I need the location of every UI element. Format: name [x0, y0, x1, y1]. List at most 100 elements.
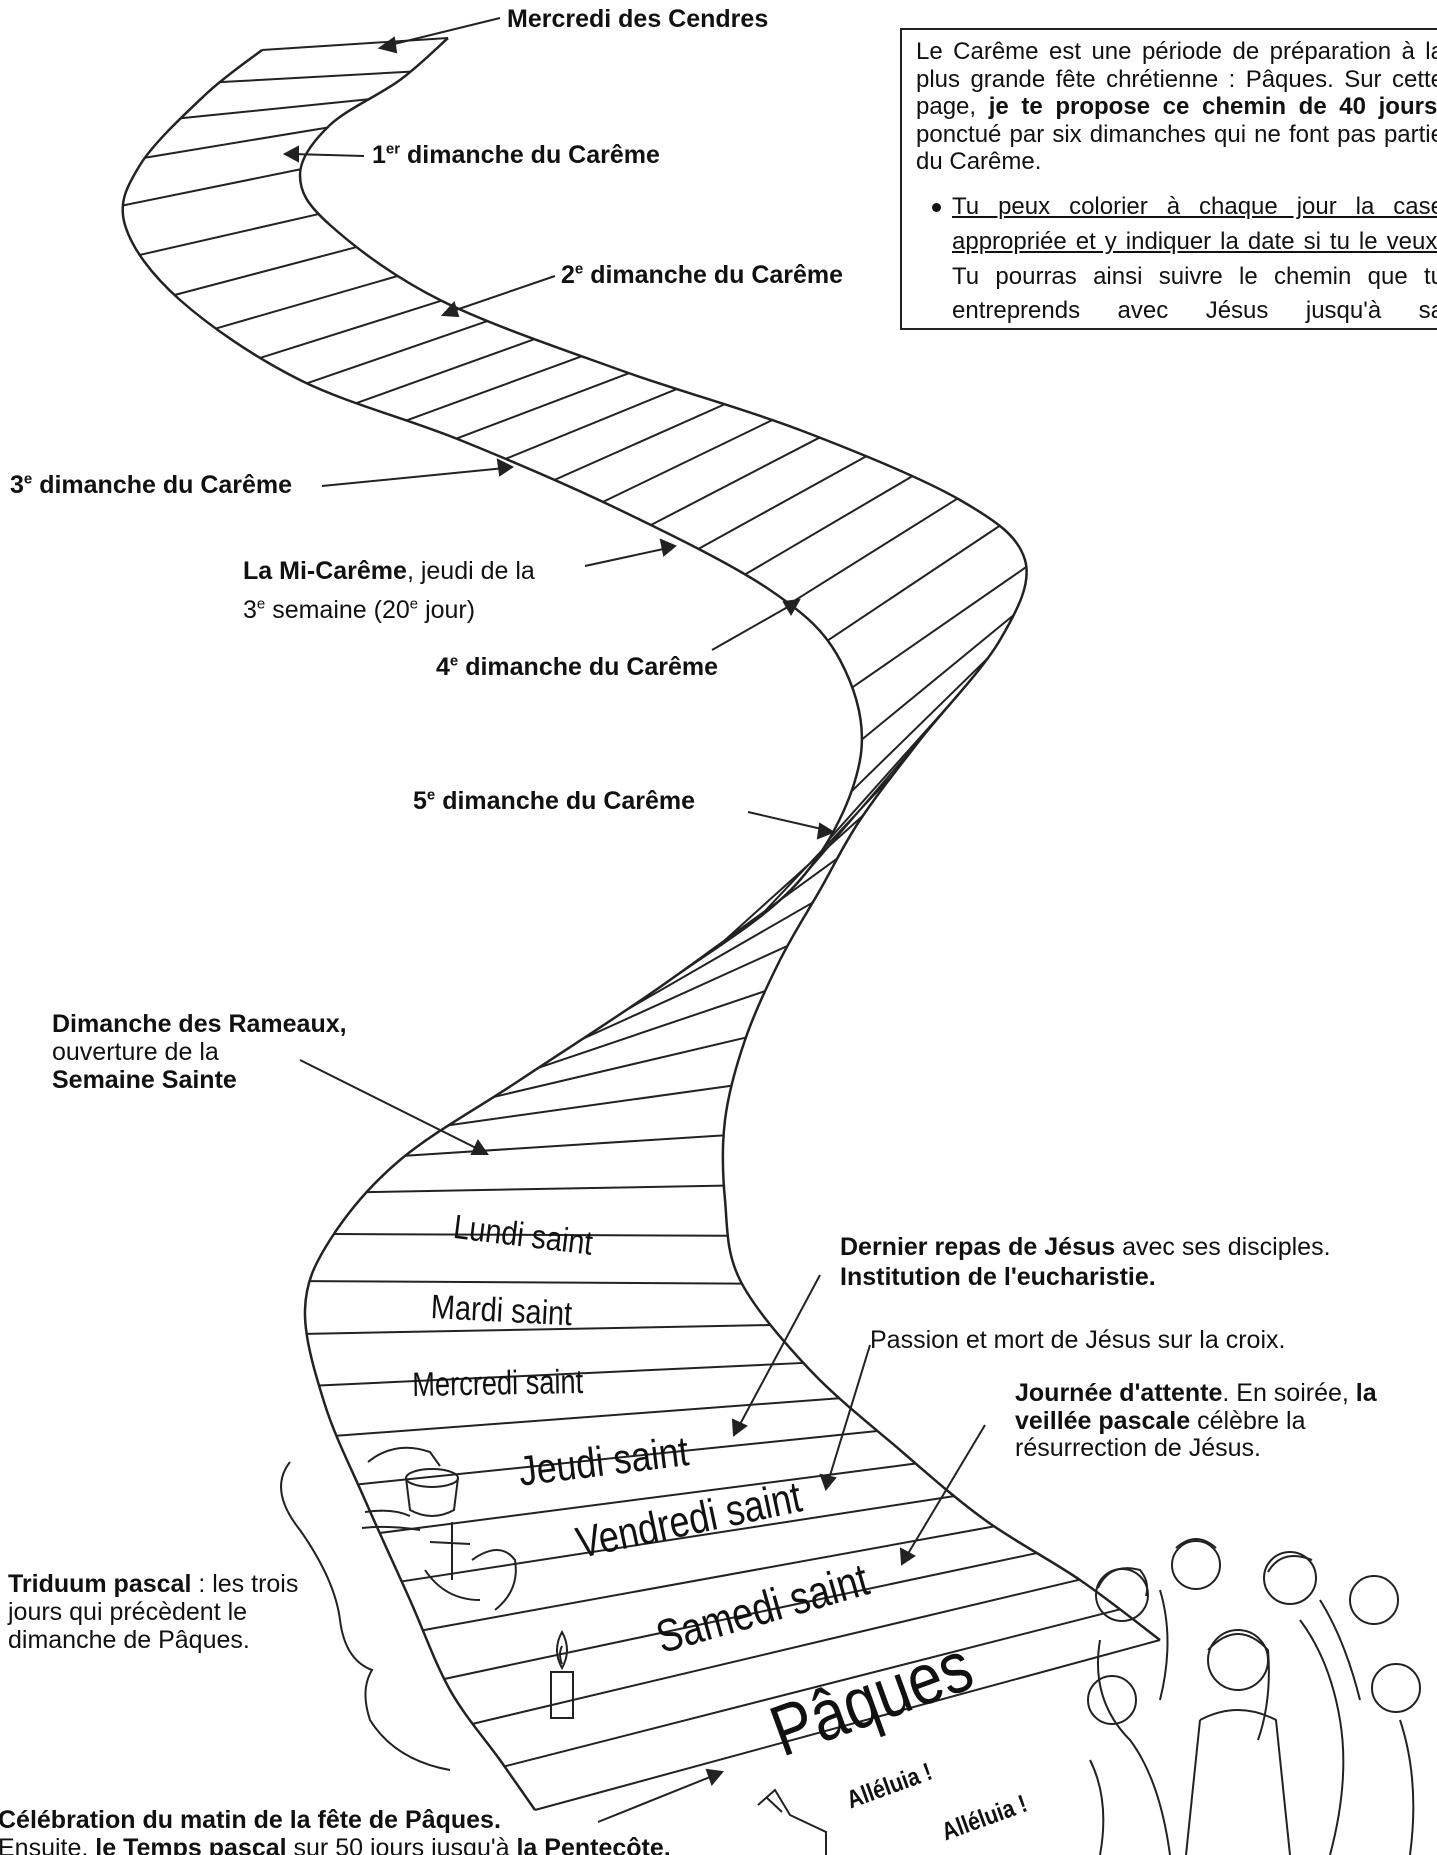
day-box-divider [379, 1462, 916, 1534]
arrow-ash-wednesday [385, 17, 501, 47]
arrowhead-palm-sunday [470, 1138, 489, 1155]
day-box-divider [456, 372, 630, 440]
day-box-divider [336, 1397, 840, 1437]
day-box-divider [534, 1639, 1161, 1811]
day-box-divider [626, 901, 814, 1011]
path-day-boxes [122, 37, 1161, 1811]
arrow-easter-morning [597, 1774, 716, 1823]
path-left-edge [121, 49, 864, 1811]
day-box-divider [309, 1280, 742, 1285]
arrowhead-passion [819, 1473, 837, 1492]
day-box-divider [582, 945, 788, 1040]
day-box-divider [538, 990, 766, 1069]
arrow-sunday5 [747, 811, 827, 831]
arrow-last-supper [737, 1274, 821, 1429]
path-top-edge [261, 37, 449, 51]
risen-jesus-crowd-icon [1087, 1538, 1421, 1855]
intro-box: Le Carême est une période de préparation… [900, 28, 1437, 330]
day-box-divider [355, 338, 535, 405]
day-box-divider [215, 275, 398, 330]
label-sunday-1: 1er dimanche du Carême [372, 140, 660, 169]
day-box-divider [306, 1324, 771, 1335]
arrowhead-last-supper [731, 1418, 748, 1437]
arrow-palm-sunday [299, 1059, 481, 1151]
day-box-divider [357, 1429, 878, 1486]
label-palm-sunday: Dimanche des Rameaux, ouverture de la Se… [52, 1010, 347, 1094]
intro-tip-underlined: Tu peux colorier à chaque jour la case a… [952, 192, 1437, 255]
day-box-divider [406, 355, 582, 422]
arrow-waiting [905, 1424, 986, 1558]
day-box-divider [318, 1361, 804, 1387]
day-box-divider [366, 1184, 724, 1194]
day-box-divider [174, 246, 357, 296]
day-box-divider [259, 299, 442, 359]
label-last-supper: Dernier repas de Jésus avec ses disciple… [840, 1233, 1331, 1291]
arrowhead-sunday4 [782, 598, 801, 616]
day-box-divider [714, 814, 864, 950]
arrow-passion [827, 1344, 871, 1483]
intro-tip-rest: . Tu pourras ainsi suivre le chemin que … [952, 262, 1437, 325]
arrow-mid-lent [584, 547, 669, 567]
day-box-divider [333, 1233, 728, 1237]
label-triduum: Triduum pascal : les trois jours qui pré… [8, 1570, 299, 1654]
day-box-divider [850, 657, 989, 793]
arrow-sunday3 [321, 467, 506, 487]
label-easter-morning: Célébration du matin de la fête de Pâque… [0, 1806, 671, 1855]
label-mid-lent: La Mi-Carême, jeudi de la 3e semaine (20… [243, 557, 535, 624]
alleluia-banner-icon [757, 1788, 827, 1855]
day-box-divider [122, 168, 301, 207]
label-ash-wednesday: Mercredi des Cendres [507, 5, 769, 33]
arrowhead-sunday5 [816, 822, 836, 840]
day-box-divider [180, 98, 369, 120]
day-box-divider [405, 1134, 724, 1157]
triduum-brace [280, 1461, 451, 1771]
cup-and-bread-icon [361, 1446, 459, 1531]
arrowhead-sunday1 [282, 145, 299, 163]
label-sunday-4: 4e dimanche du Carême [436, 652, 719, 681]
arrow-sunday4 [711, 603, 794, 651]
day-tuesday: Mardi saint [430, 1288, 574, 1334]
day-box-divider [788, 497, 959, 605]
intro-paragraph: Le Carême est une période de préparation… [916, 38, 1437, 176]
path-right-edge [298, 37, 1161, 1641]
arrowhead-ash-wednesday [377, 36, 398, 54]
day-box-divider [493, 1036, 747, 1098]
cross-icon [424, 1522, 517, 1611]
day-box-divider [744, 475, 913, 576]
arrow-sunday1 [291, 153, 365, 157]
day-box-divider [422, 1525, 995, 1632]
intro-text-bold: je te propose ce chemin de 40 jours [988, 93, 1437, 121]
day-box-divider [602, 419, 773, 503]
day-box-divider [139, 213, 319, 256]
day-box-divider [219, 70, 411, 84]
arrowhead-sunday2 [440, 301, 460, 318]
intro-text-1: Le Carême est une période de préparation… [916, 38, 1437, 121]
intro-text-2: , ponctué par six dimanches qui ne font … [916, 120, 1437, 176]
bullet-icon [932, 202, 941, 212]
label-sunday-2: 2e dimanche du Carême [561, 260, 844, 289]
day-box-divider [861, 614, 1015, 741]
day-box-divider [650, 436, 821, 526]
day-wednesday: Mercredi saint [412, 1363, 584, 1404]
label-sunday-5: 5e dimanche du Carême [413, 786, 696, 815]
label-holy-saturday: Journée d'attente. En soirée, la veillée… [1015, 1379, 1377, 1462]
label-passion: Passion et mort de Jésus sur la croix. [870, 1326, 1286, 1354]
day-box-divider [144, 126, 328, 159]
day-box-divider [443, 1552, 1038, 1680]
label-sunday-3: 3e dimanche du Carême [10, 470, 293, 499]
arrowhead-easter-morning [705, 1768, 724, 1786]
day-box-divider [827, 524, 1001, 642]
day-box-divider [697, 455, 867, 550]
day-box-divider [505, 388, 678, 460]
day-box-divider [306, 320, 488, 385]
arrowhead-sunday3 [496, 458, 514, 477]
day-box-divider [448, 1084, 732, 1127]
day-box-divider [504, 1608, 1121, 1768]
day-box-divider [401, 1495, 955, 1583]
intro-tip: Tu peux colorier à chaque jour la case a… [932, 190, 1437, 328]
day-box-divider [554, 403, 726, 481]
arrowhead-waiting [899, 1547, 916, 1566]
arrow-sunday2 [449, 275, 556, 313]
